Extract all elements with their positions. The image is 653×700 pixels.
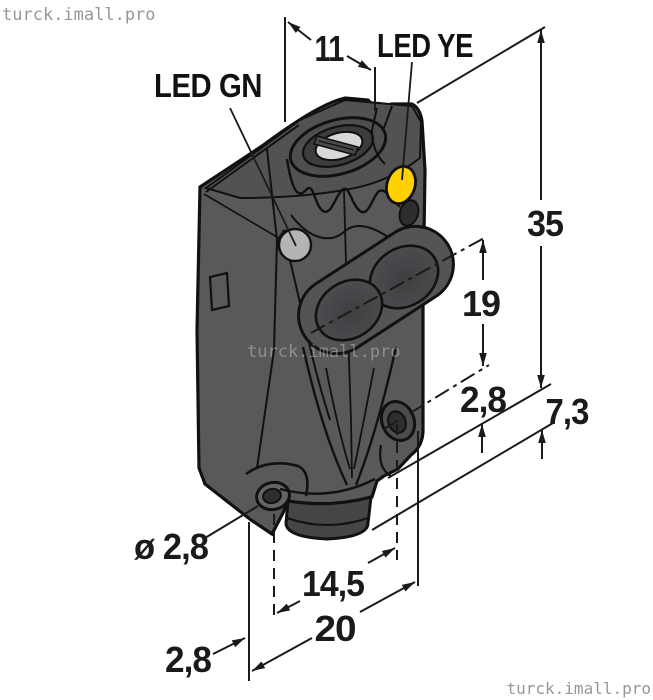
dim-11-arrow-left — [287, 21, 312, 41]
connector-end-ext — [371, 422, 554, 531]
dim-28r-label: 2,8 — [460, 379, 506, 420]
left-face-crease — [203, 193, 283, 241]
dim-19-label: 19 — [462, 283, 500, 324]
dimension-layer: 11 35 19 2,8 7,3 ø 2,8 14,5 — [134, 17, 590, 681]
arch-inner-right — [353, 367, 375, 470]
led-yellow-label: LED YE — [377, 27, 473, 64]
right-panel-line — [370, 107, 386, 165]
hole-centerline — [383, 364, 490, 430]
watermark-bottom-right: turck.imall.pro — [507, 679, 652, 698]
dim-11-arrow-right — [346, 55, 372, 71]
chamfer-line — [205, 124, 300, 193]
led-green-leader — [229, 107, 297, 247]
dim-145-arrow-left — [276, 600, 301, 614]
dim-73-label: 7,3 — [546, 391, 589, 432]
dim-hole-dia-label: ø 2,8 — [134, 526, 208, 567]
led-yellow — [385, 165, 417, 205]
led-green-label: LED GN — [154, 67, 262, 104]
dim-20-arrow-right — [359, 581, 416, 613]
collar-line — [279, 477, 376, 495]
arch-left — [301, 346, 349, 486]
connector-seam — [286, 517, 369, 526]
dim-145-arrow-right — [367, 547, 396, 564]
mold-ridge-wave — [285, 158, 401, 214]
connector — [284, 494, 373, 541]
left-face-notch — [208, 271, 231, 312]
right-panel-line-2 — [383, 105, 393, 129]
watermark-center: turck.imall.pro — [247, 342, 401, 362]
bottom-edge-ext — [387, 383, 552, 479]
lens-centerline — [310, 236, 487, 334]
dim-28bl-label: 2,8 — [165, 639, 211, 680]
mounting-hole-left — [262, 487, 282, 505]
dim-35-ext-top — [416, 26, 546, 104]
led-green-base — [277, 229, 287, 251]
right-hole-boss — [379, 444, 392, 477]
sensor-body-group — [195, 96, 455, 541]
dim-145-label: 14,5 — [302, 563, 365, 604]
screw-slot-line — [318, 140, 355, 151]
dim-11-label: 11 — [315, 28, 345, 69]
led-yellow-leader — [401, 61, 413, 181]
dim-20-arrow-left — [251, 637, 313, 672]
led-recess — [398, 199, 420, 227]
front-center-crease — [343, 189, 353, 479]
dim-20-label: 20 — [315, 608, 356, 649]
arch-right — [354, 346, 398, 486]
watermark-top-left: turck.imall.pro — [2, 5, 156, 25]
dim-28bl-leader — [212, 637, 246, 655]
dim-hole-dia-leader — [204, 505, 259, 539]
arch-inner-left — [325, 367, 351, 470]
left-foot-boss — [245, 462, 309, 497]
dim-35-label: 35 — [527, 203, 564, 244]
